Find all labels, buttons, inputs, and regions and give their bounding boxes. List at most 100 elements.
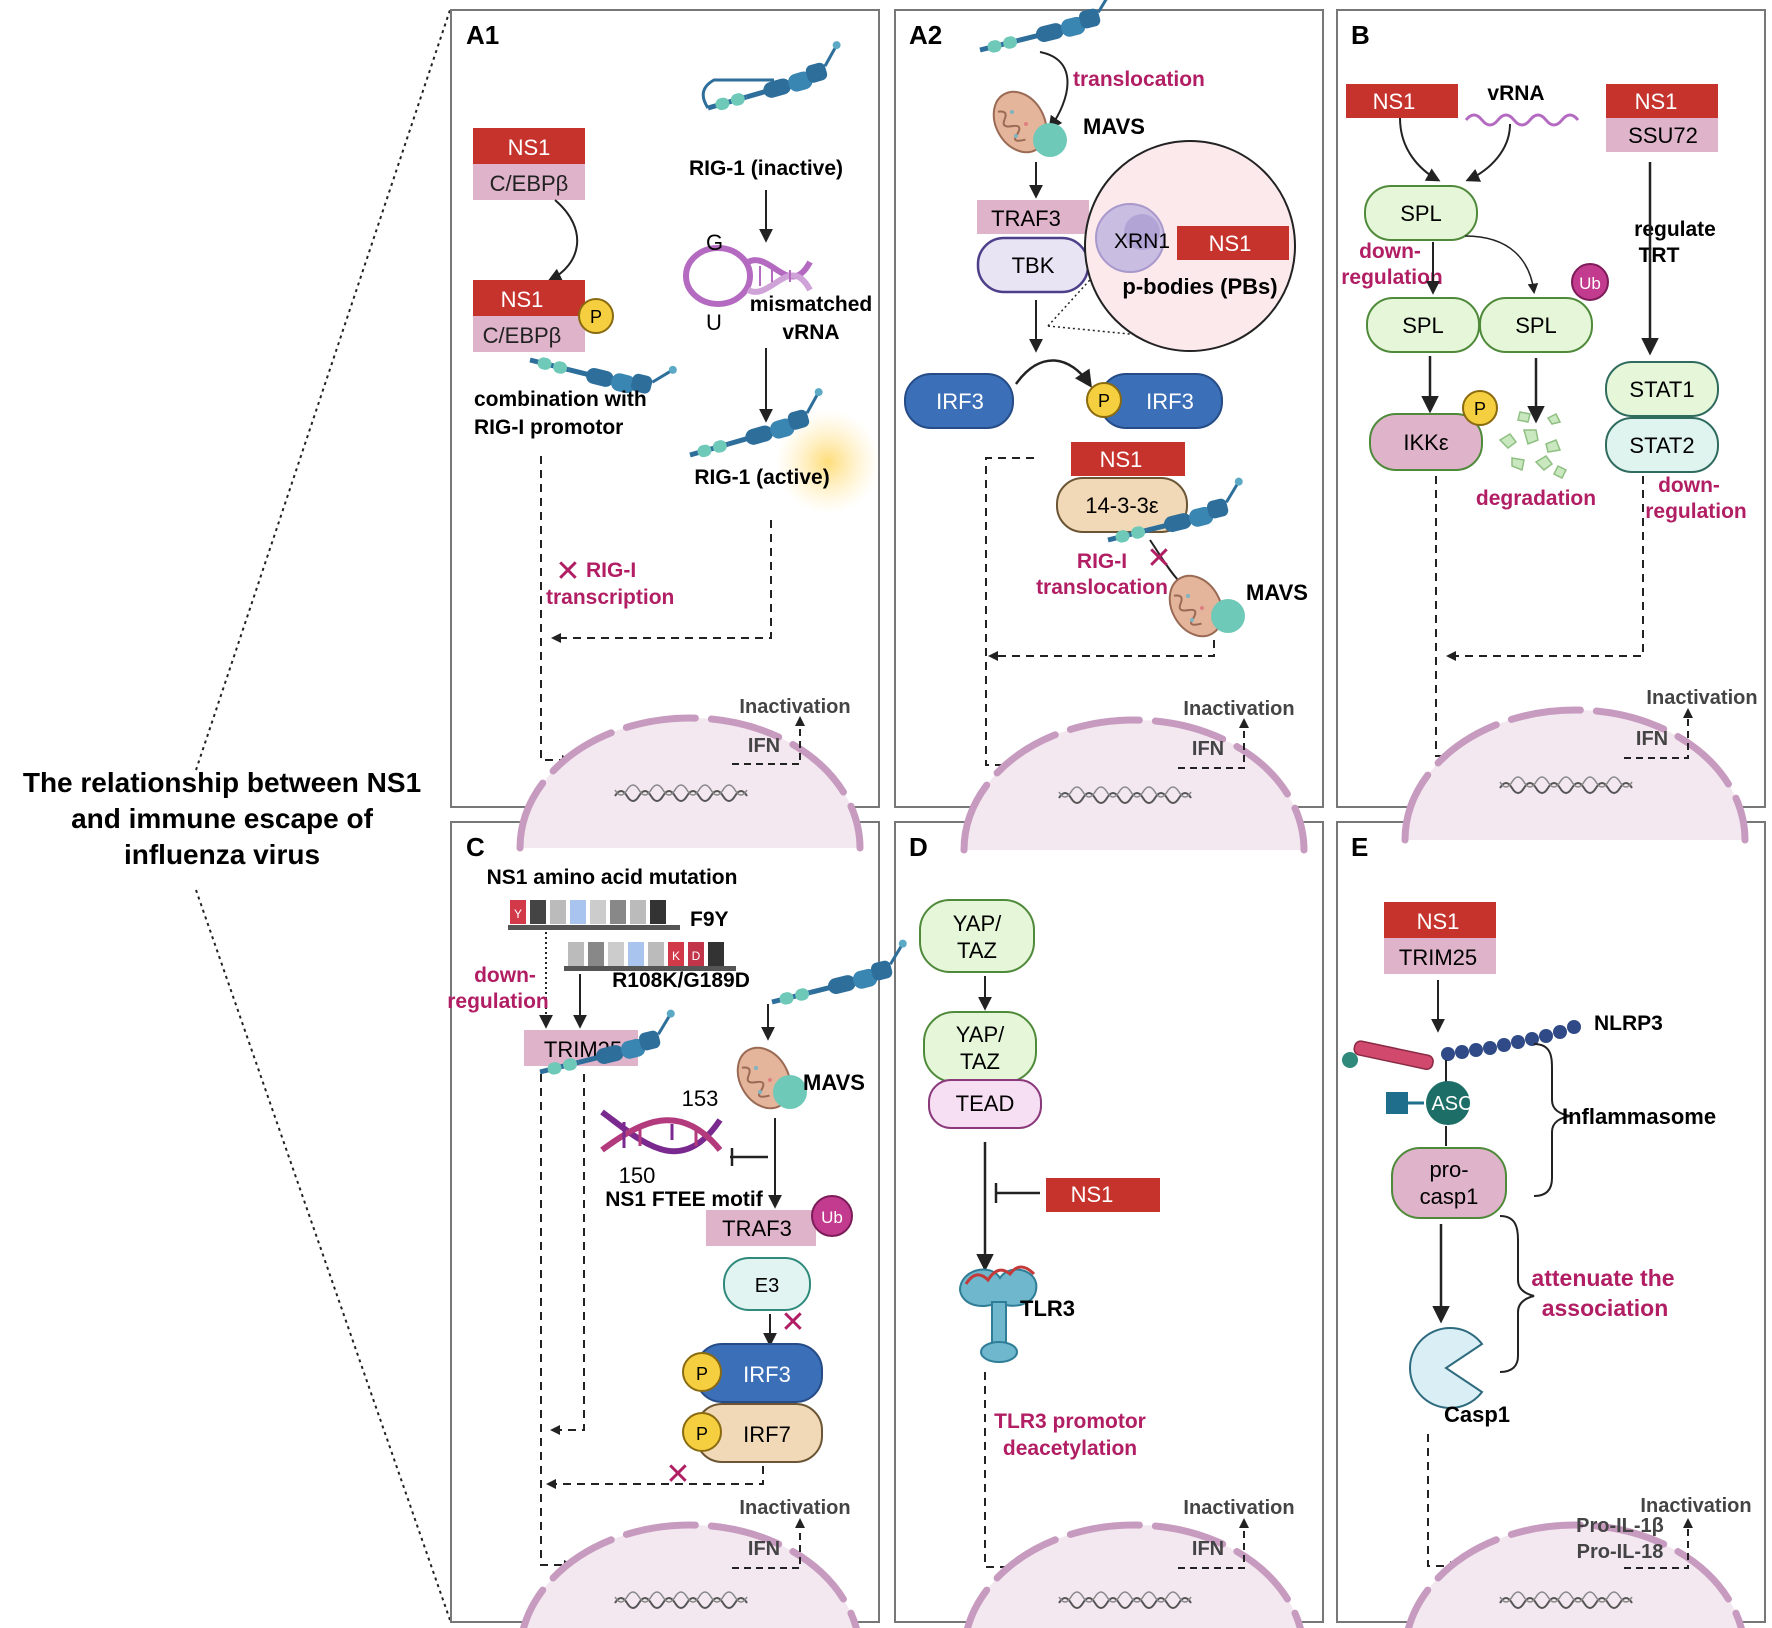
- figure-title-line-1: The relationship between NS1: [23, 767, 421, 798]
- inactivation-label: Inactivation: [739, 696, 850, 718]
- inflammasome-brace: [1533, 1043, 1571, 1197]
- ns1-label-2: NS1: [1100, 447, 1143, 472]
- rig-active-label: RIG-1 (active): [694, 466, 829, 489]
- ifn-label: IFN: [1636, 728, 1668, 750]
- ns1-label-2: NS1: [501, 287, 544, 312]
- trim25-box: [1384, 938, 1496, 974]
- residue-153: 153: [682, 1086, 719, 1111]
- deacetylation-line-2: deacetylation: [1003, 1437, 1137, 1460]
- ikke-box: [1369, 413, 1483, 471]
- ns1-label: NS1: [1373, 89, 1416, 114]
- pro-il1b-label: Pro-IL-1β: [1576, 1515, 1664, 1537]
- u-base: U: [706, 310, 722, 335]
- panel-b: B NS1 vRNA NS1 SSU72 SPL down- regulatio…: [1341, 20, 1758, 840]
- regulate-line-2: TRT: [1639, 244, 1680, 267]
- inactivation-label: Inactivation: [1183, 1497, 1294, 1519]
- ns1-box: [1177, 226, 1289, 260]
- translocation-label: translocation: [1073, 68, 1205, 91]
- ns1-label: NS1: [1209, 231, 1252, 256]
- tbk-label: TBK: [1012, 253, 1055, 278]
- ns1-box: [1046, 1178, 1160, 1212]
- vrna-icon: [1464, 113, 1580, 127]
- block-x-icon: ✕: [780, 1306, 805, 1339]
- phosphate-icon: [578, 298, 614, 334]
- casp1-label: Casp1: [1444, 1402, 1510, 1427]
- regulate-line-1: regulate: [1634, 218, 1716, 241]
- ssu72-label: SSU72: [1628, 123, 1698, 148]
- yaptaz-line-1: YAP/: [953, 911, 1002, 936]
- attenuate-line-1: attenuate the: [1531, 1265, 1674, 1291]
- rig-translocation-line-2: translocation: [1036, 576, 1168, 599]
- phosphate-label-2: P: [696, 1424, 708, 1444]
- yaptaz-line-2: TAZ: [957, 938, 997, 963]
- mismatched-line-1: mismatched: [750, 293, 873, 316]
- phosphate-label: P: [696, 1364, 708, 1384]
- tlr3-receptor-icon: [958, 1265, 1038, 1363]
- panel-e-label: E: [1351, 832, 1368, 862]
- tead-label: TEAD: [956, 1091, 1015, 1116]
- nlrp3-label: NLRP3: [1594, 1012, 1663, 1035]
- stat2-box: [1605, 417, 1719, 473]
- f9y-label: F9Y: [690, 908, 729, 931]
- inactivation-label: Inactivation: [1646, 687, 1757, 709]
- f9y-sequence-icon: [508, 900, 680, 930]
- panel-a1: A1 NS1 C/EBPβ NS1 C/EBPβ P combination w…: [466, 20, 880, 848]
- ikke-label: IKKε: [1403, 430, 1448, 455]
- vrna-label: vRNA: [1487, 82, 1544, 105]
- ftee-motif-helix-icon: [600, 1109, 723, 1155]
- downregulation-line-1: down-: [1359, 240, 1421, 263]
- ns1-box-2: [1606, 84, 1718, 118]
- ubiquitin-icon: [1571, 263, 1609, 301]
- mavs-icon: [773, 1075, 807, 1109]
- ubiquitin-label: Ub: [821, 1208, 843, 1227]
- phosphate-icon-2: [682, 1412, 722, 1452]
- stat2-label: STAT2: [1629, 433, 1694, 458]
- panel-a2: A2 translocation MAVS TRAF3 TBK XRN1 NS1…: [904, 0, 1308, 850]
- nucleus-icon: [964, 1525, 1304, 1628]
- ns1-box: [1346, 84, 1458, 118]
- stat1-label: STAT1: [1629, 377, 1694, 402]
- residue-150: 150: [619, 1163, 656, 1188]
- phosphate-icon: [682, 1352, 722, 1392]
- y-residue-label: Y: [514, 907, 522, 921]
- r108k-sequence-icon: [564, 942, 736, 971]
- phosphate-label: P: [1474, 399, 1486, 419]
- attenuate-brace: [1499, 1215, 1535, 1373]
- panel-d-label: D: [909, 832, 928, 862]
- panel-c-label: C: [466, 832, 485, 862]
- downregulation2-line-2: regulation: [1645, 500, 1747, 523]
- rig-transcription-line-1: RIG-I: [586, 559, 636, 582]
- ftee-label: NS1 FTEE motif: [605, 1188, 764, 1211]
- phosphate-icon: [1462, 390, 1498, 426]
- yaptaz2-line-1: YAP/: [956, 1022, 1005, 1047]
- panel-c: C NS1 amino acid mutation Y F9Y K: [447, 832, 915, 1628]
- panel-a2-label: A2: [909, 20, 942, 50]
- asc-domain-icon: [1386, 1092, 1408, 1114]
- inactivation-label: Inactivation: [1183, 698, 1294, 720]
- traf3-label: TRAF3: [722, 1216, 792, 1241]
- ifn-label: IFN: [748, 735, 780, 757]
- block-x-icon: ✕: [555, 555, 580, 588]
- asc-label: ASC: [1431, 1093, 1472, 1115]
- ns1-label: NS1: [1071, 1182, 1114, 1207]
- spl-label-2: SPL: [1402, 313, 1444, 338]
- rig-inactive-label: RIG-1 (inactive): [689, 157, 843, 180]
- cebpb-box: [473, 164, 585, 200]
- phosphate-label: P: [1098, 391, 1110, 411]
- ubiquitin-label: Ub: [1579, 274, 1601, 293]
- irf3-phos-label: IRF3: [1146, 389, 1194, 414]
- yaptaz-box: [919, 899, 1035, 973]
- k-residue-label: K: [672, 949, 680, 963]
- combination-line-1: combination with: [474, 388, 647, 411]
- spl-box: [1364, 185, 1478, 241]
- rig-transcription-line-2: transcription: [546, 586, 674, 609]
- irf3-label: IRF3: [936, 389, 984, 414]
- downregulation-line-2: regulation: [1341, 266, 1443, 289]
- degradation-label: degradation: [1476, 487, 1596, 510]
- inflammasome-label: Inflammasome: [1562, 1104, 1716, 1129]
- procasp1-line-1: pro-: [1429, 1157, 1468, 1182]
- pbodies-label: p-bodies (PBs): [1122, 274, 1277, 299]
- d-residue-label: D: [692, 949, 701, 963]
- cebpb-label: C/EBPβ: [490, 171, 569, 196]
